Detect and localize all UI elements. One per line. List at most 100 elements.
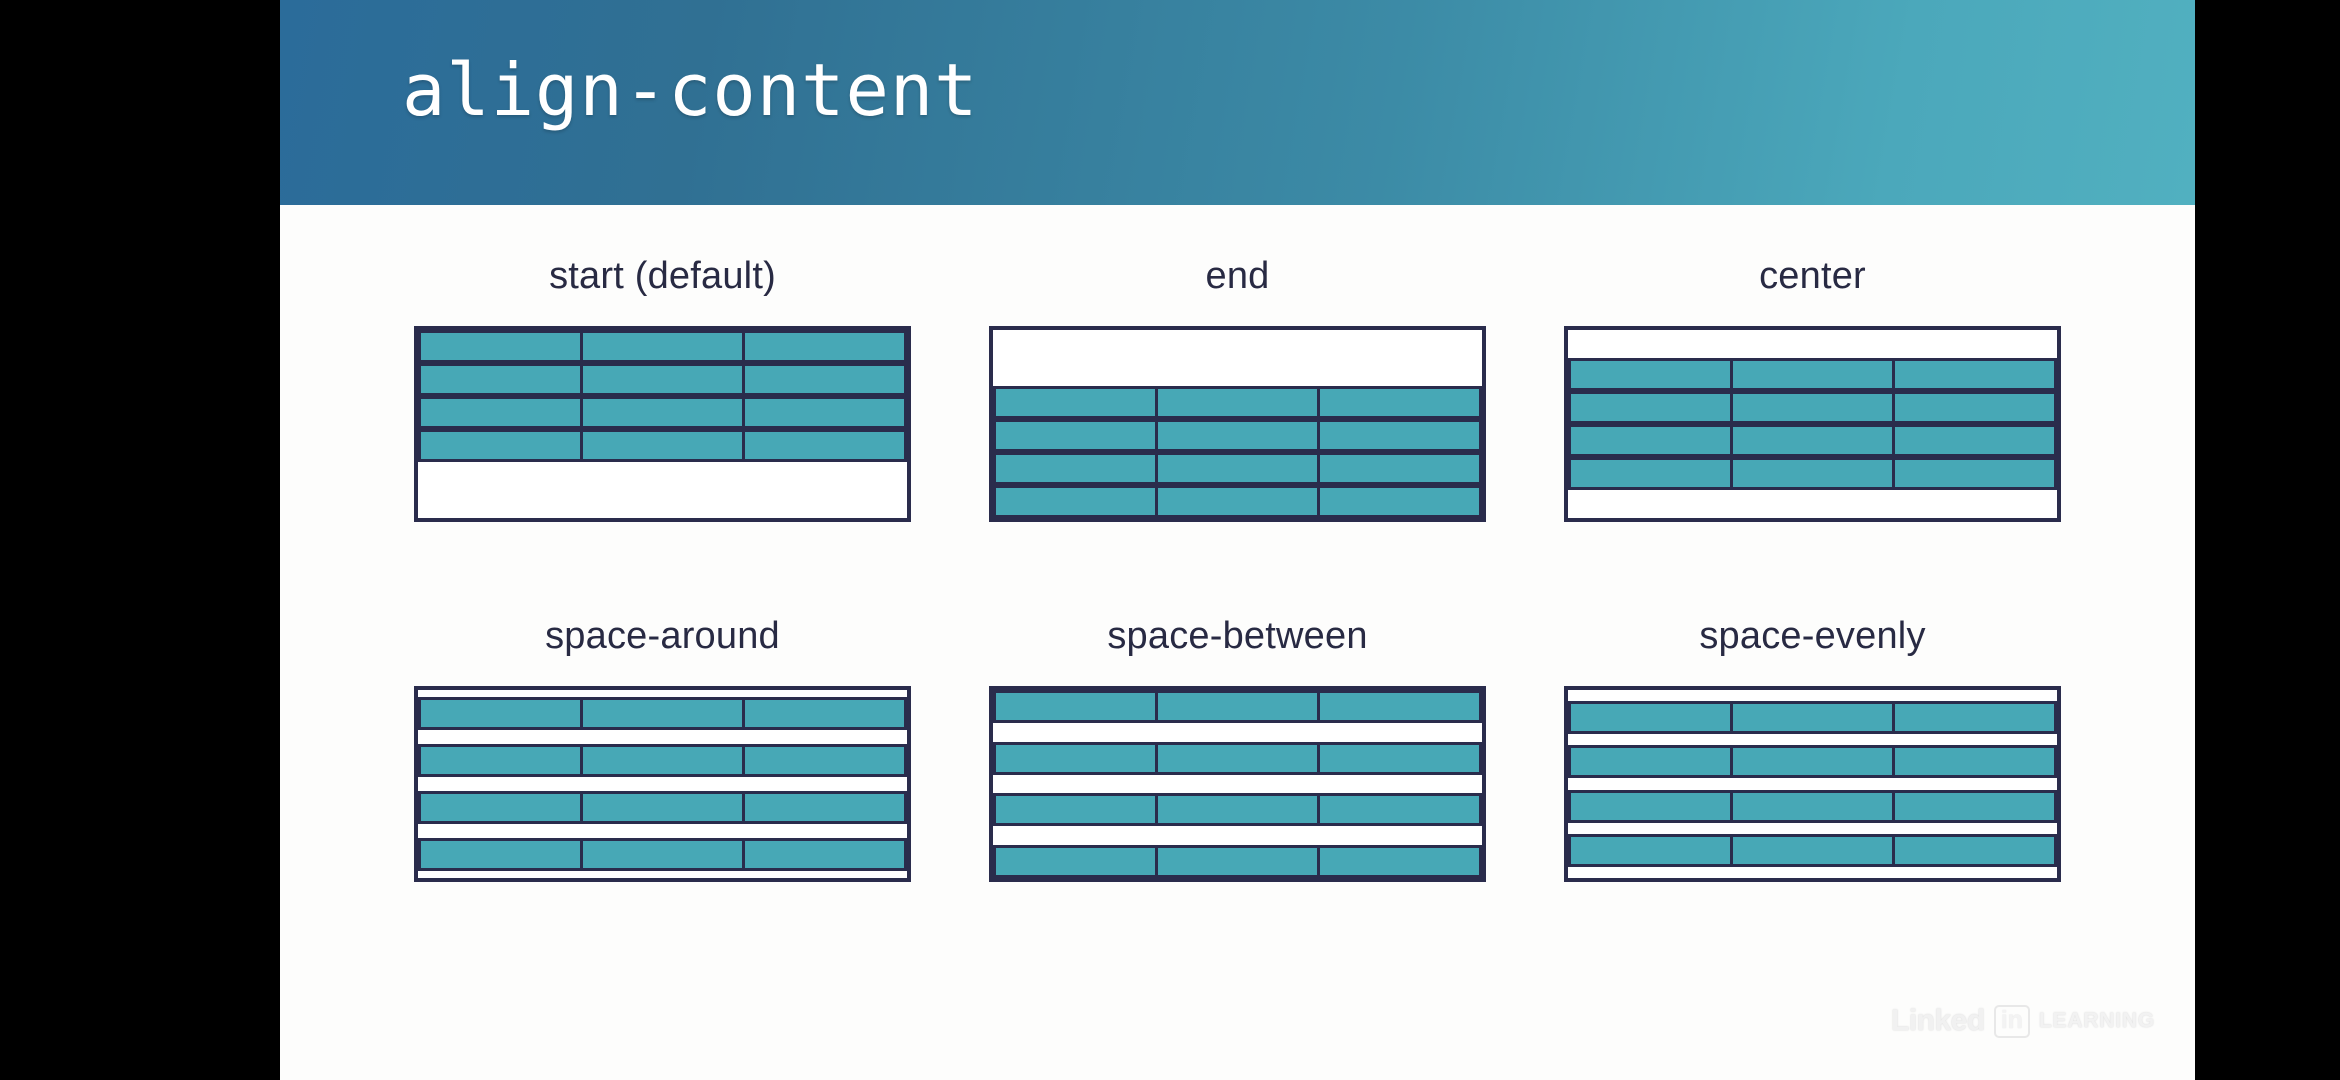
flex-row [418,330,907,363]
flex-row [418,744,907,777]
flex-item [418,363,583,396]
watermark-learning-text: LEARNING [2038,1009,2155,1032]
flex-item [1155,419,1320,452]
flex-item [993,690,1158,723]
flex-item [580,697,745,730]
flex-item [742,396,907,429]
flex-item [742,330,907,363]
flex-row [418,697,907,730]
flex-item [1568,424,1733,457]
flex-item [993,419,1158,452]
demo-label-center: center [1759,255,1866,297]
flex-row [1568,358,2057,391]
flex-row [993,386,1482,419]
flex-item [1892,833,2057,867]
flex-item [1155,386,1320,419]
flex-row [993,452,1482,485]
flex-item [1568,745,1733,779]
flex-row [1568,391,2057,424]
flex-row [993,741,1482,775]
flex-item [1568,391,1733,424]
flex-item [1155,690,1320,723]
flex-item [993,386,1158,419]
flex-item [742,697,907,730]
flex-item [418,396,583,429]
flex-item [1892,391,2057,424]
flex-item [1892,457,2057,490]
flex-item [1317,386,1482,419]
flex-row [993,793,1482,827]
flex-item [1317,452,1482,485]
watermark-in-badge: in [1993,1004,2030,1038]
flex-item [993,452,1158,485]
flex-item [580,838,745,871]
demo-label-start: start (default) [549,255,776,297]
flex-item [742,838,907,871]
flex-item [1317,419,1482,452]
flex-item [580,791,745,824]
flex-item [1730,745,1895,779]
flex-item [1892,424,2057,457]
demo-end: end [950,255,1525,615]
flex-row [1568,424,2057,457]
flex-row [418,396,907,429]
flex-item [1730,358,1895,391]
flex-item [1155,741,1320,775]
flex-item [1892,358,2057,391]
flex-container-space-evenly [1564,686,2061,882]
flex-item [580,744,745,777]
flex-item [1892,701,2057,735]
flex-item [993,793,1158,827]
flex-item [1892,789,2057,823]
flex-item [1317,741,1482,775]
flex-row [1568,789,2057,823]
flex-row [1568,745,2057,779]
flex-item [742,429,907,462]
flex-row [1568,701,2057,735]
demo-label-space-between: space-between [1107,615,1368,657]
flex-row [1568,457,2057,490]
flex-item [1730,833,1895,867]
flex-row [418,363,907,396]
flex-item [580,363,745,396]
demo-label-end: end [1205,255,1270,297]
flex-row [418,791,907,824]
flex-container-space-around [414,686,911,882]
flex-item [1730,391,1895,424]
flex-item [1730,789,1895,823]
flex-item [418,330,583,363]
flex-item [1317,485,1482,518]
flex-item [580,330,745,363]
flex-item [418,791,583,824]
align-content-demo-grid: start (default) [280,205,2195,975]
flex-item [1317,793,1482,827]
flex-item [1568,789,1733,823]
flex-row [418,429,907,462]
slide: align-content start (default) [280,0,2195,1080]
flex-item [1568,457,1733,490]
flex-item [1730,457,1895,490]
flex-item [418,838,583,871]
flex-container-end [989,326,1486,522]
flex-container-center [1564,326,2061,522]
demo-space-around: space-around [375,615,950,975]
flex-item [993,844,1158,878]
flex-item [418,697,583,730]
linkedin-learning-watermark: Linked in LEARNING [1891,1004,2155,1038]
flex-row [993,844,1482,878]
slide-header: align-content [280,0,2195,205]
flex-item [1155,793,1320,827]
flex-item [1155,452,1320,485]
demo-space-between: space-between [950,615,1525,975]
flex-item [993,485,1158,518]
flex-item [1568,833,1733,867]
page-title: align-content [402,48,979,132]
flex-item [1317,690,1482,723]
flex-item [1730,424,1895,457]
flex-item [742,744,907,777]
demo-space-evenly: space-evenly [1525,615,2100,975]
flex-item [1155,485,1320,518]
flex-item [418,429,583,462]
demo-label-space-around: space-around [545,615,780,657]
